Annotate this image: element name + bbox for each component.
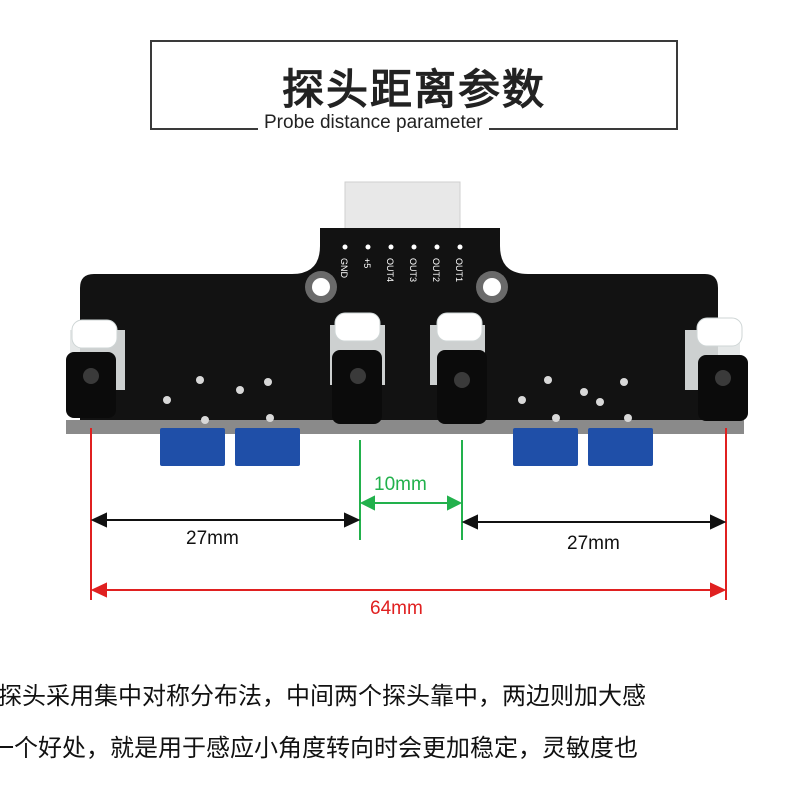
page-subtitle: Probe distance parameter bbox=[258, 112, 489, 134]
pin-label-out2: OUT2 bbox=[431, 258, 441, 282]
dimension-line-right bbox=[461, 514, 727, 530]
connector-housing bbox=[344, 181, 461, 235]
dimension-line-left bbox=[90, 512, 361, 528]
ir-probe-3 bbox=[430, 312, 487, 424]
potentiometers bbox=[160, 428, 653, 466]
pin-header bbox=[342, 244, 463, 250]
pin-label-out1: OUT1 bbox=[454, 258, 464, 282]
ir-probe-4 bbox=[685, 317, 748, 421]
description-line-2: 一个好处，就是用于感应小角度转向时会更加稳定，灵敏度也 bbox=[0, 734, 638, 762]
mounting-hole-right bbox=[476, 271, 508, 303]
ir-probe-1 bbox=[66, 319, 125, 418]
pcb-board bbox=[80, 228, 718, 420]
page-title: 探头距离参数 bbox=[281, 65, 546, 114]
solder-pads bbox=[163, 376, 632, 424]
dimension-extension-red bbox=[90, 428, 727, 600]
pin-label-out3: OUT3 bbox=[408, 258, 418, 282]
pin-label-out4: OUT4 bbox=[385, 258, 395, 282]
dimension-label-total: 64mm bbox=[370, 598, 423, 619]
dimension-label-left: 27mm bbox=[186, 528, 239, 549]
dimension-label-center: 10mm bbox=[374, 474, 427, 495]
ir-probe-2 bbox=[330, 312, 385, 424]
pin-label-5v: +5 bbox=[362, 258, 372, 268]
dimension-label-right: 27mm bbox=[567, 533, 620, 554]
dimension-line-center bbox=[359, 495, 463, 511]
dimension-extension-green bbox=[359, 440, 463, 540]
pin-labels: GND +5 OUT4 OUT3 OUT2 OUT1 bbox=[339, 258, 464, 282]
mounting-hole-left bbox=[305, 271, 337, 303]
pin-label-gnd: GND bbox=[339, 258, 349, 279]
description-line-1: 探头采用集中对称分布法，中间两个探头靠中，两边则加大感 bbox=[0, 682, 646, 710]
dimension-line-total bbox=[90, 582, 727, 598]
